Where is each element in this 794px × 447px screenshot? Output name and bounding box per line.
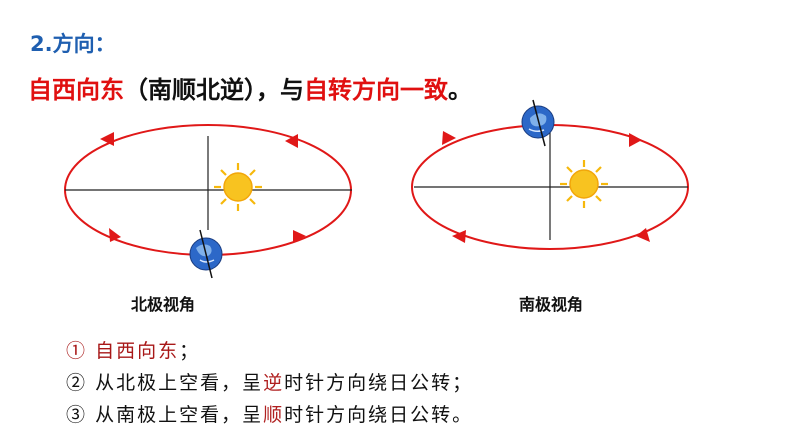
orbit-arrow-bottom-right (293, 230, 306, 243)
list-text-highlight: 顺 (263, 404, 285, 426)
list-end: ； (179, 340, 201, 362)
north-pole-caption: 北极视角 (131, 295, 196, 314)
orbit-arrow-bottom-left (109, 228, 121, 242)
headline-text: （南顺北逆），与 (124, 76, 304, 104)
orbit-arrow-top-right (285, 134, 298, 148)
list-marker: ② (66, 372, 88, 394)
south-pole-caption: 南极视角 (519, 295, 584, 314)
list-text: 自西向东 (95, 340, 180, 362)
earth-icon (189, 229, 223, 279)
headline-emphasis-1: 自西向东 (28, 76, 124, 104)
list-item: ③ 从南极上空看，呈顺时针方向绕日公转。 (66, 400, 473, 427)
headline: 自西向东（南顺北逆），与自转方向一致。 (28, 70, 472, 105)
list-item: ① 自西向东； (66, 336, 200, 363)
orbit-arrow-top-left (100, 132, 114, 146)
sun-icon (214, 163, 262, 211)
list-marker: ③ (66, 404, 88, 426)
list-marker: ① (66, 340, 88, 362)
list-text-post: 时针方向绕日公转。 (284, 404, 474, 426)
south-pole-orbit-diagram (411, 99, 689, 250)
sun-icon (560, 160, 608, 208)
orbit-arrow-bottom-right (636, 228, 650, 242)
list-text-post: 时针方向绕日公转； (284, 372, 474, 394)
orbit-arrow-bottom-left (452, 230, 466, 243)
list-item: ② 从北极上空看，呈逆时针方向绕日公转； (66, 368, 473, 395)
north-pole-orbit-diagram (64, 124, 352, 279)
headline-emphasis-2: 自转方向一致 (304, 76, 448, 104)
earth-icon (521, 99, 555, 147)
headline-end: 。 (448, 76, 472, 104)
orbit-arrow-top-left (442, 131, 456, 145)
list-text-highlight: 逆 (263, 372, 285, 394)
list-text-pre: 从南极上空看，呈 (95, 404, 264, 426)
section-title: 2.方向： (30, 32, 116, 56)
list-text-pre: 从北极上空看，呈 (95, 372, 264, 394)
orbit-arrow-top-right (629, 133, 642, 147)
